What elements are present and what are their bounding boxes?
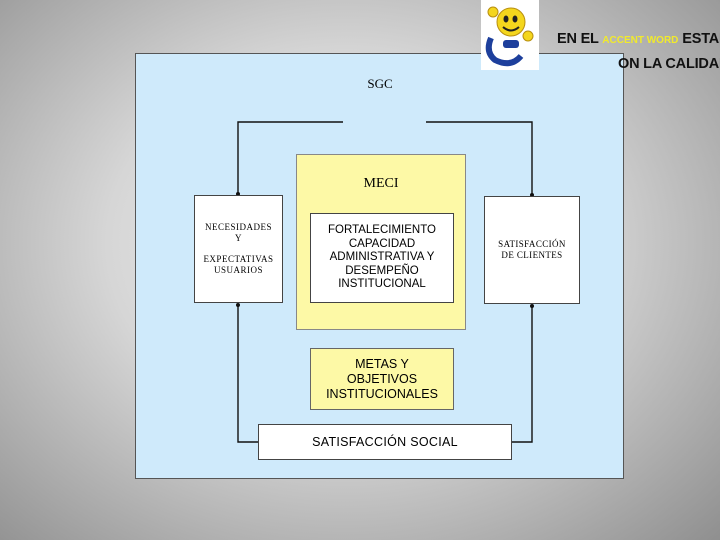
banner-accent-word: ACCENT WORD (602, 35, 679, 46)
left-box-line: EXPECTATIVAS (203, 254, 274, 264)
strengthening-box: FORTALECIMIENTO CAPACIDAD ADMINISTRATIVA… (310, 213, 454, 303)
top-left-connector (237, 121, 343, 193)
smiley-mascot-logo-icon (481, 0, 539, 70)
banner-word: EN EL (557, 31, 599, 47)
metas-line: OBJETIVOS (346, 371, 418, 386)
center-box-line: ADMINISTRATIVA Y (329, 251, 435, 264)
center-box-line: CAPACIDAD (348, 237, 416, 250)
top-right-connector (426, 121, 533, 194)
bottom-left-connector (237, 305, 258, 443)
metas-line: INSTITUCIONALES (326, 386, 438, 401)
metas-line: METAS Y (355, 356, 409, 371)
meci-label: MECI (363, 176, 399, 191)
left-box-line: Y (235, 233, 242, 243)
social-satisfaction-box: SATISFACCIÓN SOCIAL (258, 424, 512, 460)
client-satisfaction-box: SATISFACCIÓN DE CLIENTES (484, 196, 580, 304)
right-box-line: SATISFACCIÓN (498, 239, 566, 249)
banner-line-1: EN EL ACCENT WORD ESTAMOS (557, 31, 720, 47)
arrow-head-left-bottom (236, 303, 240, 307)
bottom-right-connector (512, 306, 533, 443)
center-box-line: INSTITUCIONAL (338, 278, 426, 291)
needs-expectations-box: NECESIDADES Y EXPECTATIVAS USUARIOS (194, 195, 283, 303)
center-box-line: DESEMPEÑO (345, 264, 419, 277)
center-box-line: FORTALECIMIENTO (328, 224, 436, 237)
left-box-line: USUARIOS (213, 265, 263, 275)
goals-objectives-box: METAS Y OBJETIVOS INSTITUCIONALES (310, 348, 454, 410)
left-box-line: NECESIDADES (204, 222, 272, 232)
right-box-line: DE CLIENTES (501, 250, 563, 260)
sgc-label: SGC (367, 76, 393, 91)
banner-word: ESTAMOS (682, 31, 720, 47)
arrow-head-right-bottom (530, 304, 534, 308)
social-satisfaction-label: SATISFACCIÓN SOCIAL (312, 435, 458, 449)
banner-line-2: ON LA CALIDAD (618, 56, 720, 72)
